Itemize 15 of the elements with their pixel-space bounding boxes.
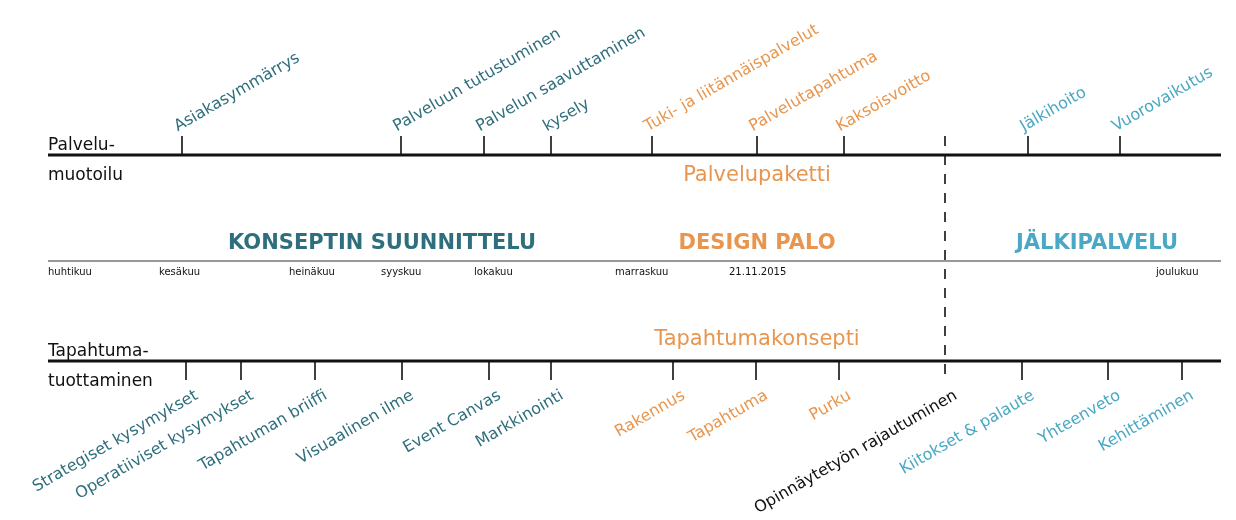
phase-heading: JÄLKIPALVELU bbox=[1016, 230, 1178, 255]
phase-heading: DESIGN PALO bbox=[678, 230, 836, 255]
phase-heading: KONSEPTIN SUUNNITTELU bbox=[228, 230, 536, 255]
date-label: 21.11.2015 bbox=[729, 266, 787, 278]
month-label: joulukuu bbox=[1156, 266, 1199, 278]
stream-label: Tapahtumakonsepti bbox=[654, 326, 860, 351]
month-label: lokakuu bbox=[474, 266, 513, 278]
month-label: heinäkuu bbox=[289, 266, 335, 278]
row-label: Tapahtuma- tuottaminen bbox=[48, 339, 154, 390]
month-label: syyskuu bbox=[381, 266, 422, 278]
row-label: Palvelu- muotoilu bbox=[48, 133, 125, 186]
month-label: huhtikuu bbox=[48, 266, 92, 278]
month-label: kesäkuu bbox=[159, 266, 201, 278]
stream-label: Palvelupaketti bbox=[683, 162, 831, 187]
month-label: marraskuu bbox=[615, 266, 669, 278]
